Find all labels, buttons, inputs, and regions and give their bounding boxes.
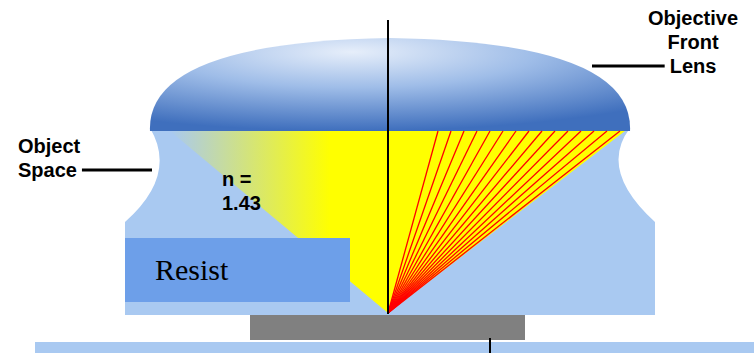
light-ray [388,131,542,313]
optical-axis [387,20,389,314]
light-ray [388,131,607,313]
light-ray [388,131,568,313]
layer-label: Resist [155,253,340,287]
region-label: Object Space [18,134,80,182]
light-ray [388,131,594,313]
light-ray [388,131,503,313]
front-lens [150,38,630,131]
light-ray [388,131,490,313]
light-ray [388,131,477,313]
light-ray [388,131,581,313]
stage-tick [489,338,491,353]
immersion-liquid [125,128,655,315]
wafer [250,315,525,340]
lens-label: Objective Front Lens [648,6,738,78]
stage-strip [35,342,754,353]
leader-line [82,169,152,172]
light-ray [388,131,529,313]
ray-fan [388,131,620,313]
light-ray [388,131,555,313]
refractive-index: n = 1.43 [222,167,261,215]
leader-line [592,65,665,68]
resist-box: Resist [125,238,350,302]
light-ray [388,131,620,313]
